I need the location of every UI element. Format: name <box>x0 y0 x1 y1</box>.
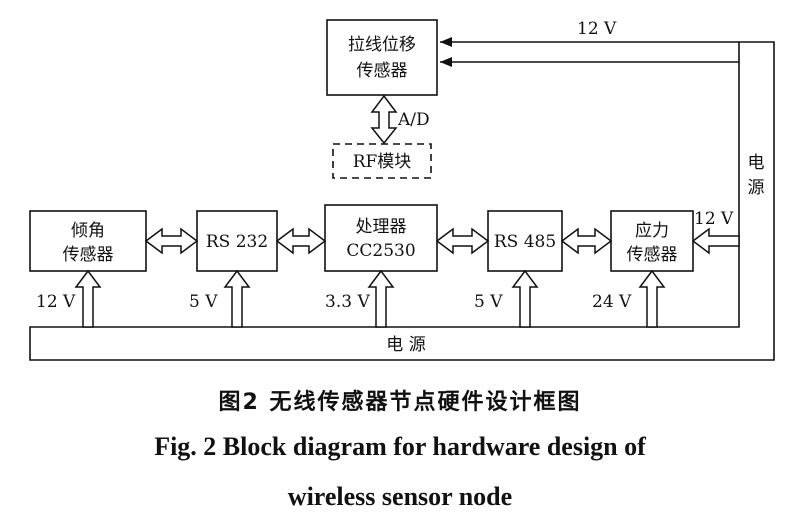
rs485-label: RS 485 <box>494 232 556 252</box>
rs485-box <box>487 210 563 272</box>
rf-module-box <box>332 143 432 179</box>
stress-sensor-box <box>610 210 694 272</box>
processor-line1: 处理器 <box>356 217 407 237</box>
power-arrow-stress-sensor <box>691 227 740 255</box>
v5-rs485-label: 5 V <box>474 292 503 312</box>
displacement-sensor-line1: 拉线位移 <box>348 35 416 55</box>
double-arrow-processor-rs485 <box>435 227 490 255</box>
v12-stress-label: 12 V <box>694 209 734 229</box>
power-bottom-label: 电 源 <box>386 335 425 355</box>
v5-rs232-label: 5 V <box>189 292 218 312</box>
v12-top-label: 12 V <box>577 19 617 39</box>
power-arrow-rs232 <box>223 269 251 328</box>
power-rail <box>29 41 775 361</box>
power-arrow-processor <box>367 269 395 328</box>
power-arrow-tilt <box>74 269 102 328</box>
caption-chinese: 图2 无线传感器节点硬件设计框图 <box>218 390 582 415</box>
double-arrow-rs485-stress <box>560 227 613 255</box>
arrowhead-top-1 <box>440 37 452 47</box>
stress-sensor-line1: 应力 <box>635 221 669 241</box>
v24-stress-label: 24 V <box>592 292 632 312</box>
tilt-sensor-line1: 倾角 <box>71 221 105 241</box>
double-arrow-tilt-rs232 <box>144 227 199 255</box>
power-arrow-stress-bottom <box>638 269 666 328</box>
processor-box <box>324 204 438 272</box>
power-right-label-1: 电 <box>748 153 765 173</box>
v12-tilt-label: 12 V <box>36 292 76 312</box>
double-arrow-rs232-processor <box>275 227 327 255</box>
power-right-label-2: 源 <box>748 178 765 198</box>
v33-processor-label: 3.3 V <box>325 292 370 312</box>
displacement-sensor-box <box>326 19 438 96</box>
power-arrow-rs485 <box>511 269 539 328</box>
caption-english-line2: wireless sensor node <box>287 482 513 511</box>
tilt-sensor-line2: 传感器 <box>63 245 114 265</box>
stress-sensor-line2: 传感器 <box>627 245 678 265</box>
ad-double-arrow <box>370 94 398 145</box>
caption-english-line1: Fig. 2 Block diagram for hardware design… <box>154 432 646 461</box>
tilt-sensor-box <box>29 210 147 272</box>
rf-module-label: RF模块 <box>353 152 412 172</box>
displacement-sensor-line2: 传感器 <box>357 61 408 81</box>
processor-line2: CC2530 <box>346 241 415 261</box>
rs232-label: RS 232 <box>206 232 268 252</box>
arrowhead-top-2 <box>440 57 452 67</box>
ad-label: A/D <box>397 110 430 130</box>
